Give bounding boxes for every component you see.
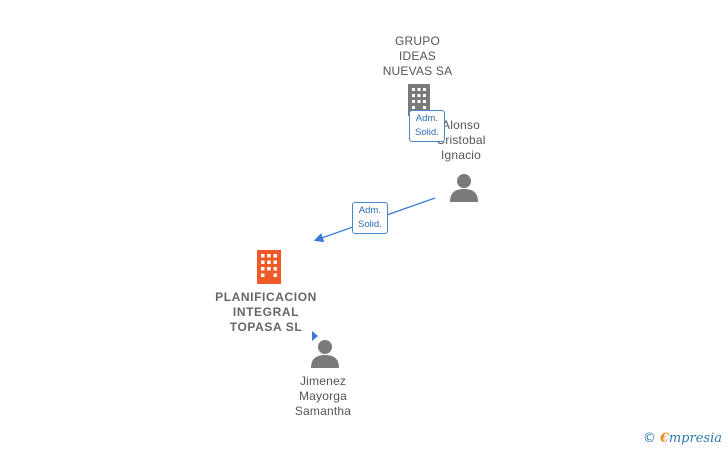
node-label-line3: Ignacio <box>440 148 482 162</box>
relation-badge-adm-solid-mid[interactable]: Adm. Solid. <box>352 202 388 234</box>
node-label: PLANIFICACION INTEGRAL TOPASA SL <box>215 290 317 334</box>
node-label-line1: Alonso <box>442 118 480 132</box>
person-icon <box>450 174 478 202</box>
edge-arrow-to-jimenez <box>312 331 318 341</box>
copyright-icon: © <box>642 431 656 446</box>
node-grupo-ideas-nuevas[interactable]: GRUPO IDEAS NUEVAS SA <box>370 34 465 79</box>
relation-badge-adm-solid-top[interactable]: Adm. Solid. <box>409 110 445 142</box>
node-alonso-cristobal-ignacio[interactable]: Alonso Cristobal Ignacio <box>425 118 497 163</box>
node-jimenez-mayorga-samantha[interactable]: Jimenez Mayorga Samantha <box>285 374 361 419</box>
brand-watermark: ©€mpresia <box>643 431 722 446</box>
node-label: Jimenez Mayorga Samantha <box>294 374 352 418</box>
node-label-line2: Cristobal <box>436 133 486 147</box>
brand-logo-e: € <box>659 431 669 446</box>
building-icon <box>408 84 430 116</box>
node-label: GRUPO IDEAS NUEVAS SA <box>382 34 453 78</box>
person-icon <box>311 340 339 368</box>
building-icon <box>257 250 281 284</box>
brand-name: mpresia <box>668 431 722 446</box>
node-planificacion-integral-topasa[interactable]: PLANIFICACION INTEGRAL TOPASA SL <box>206 290 326 335</box>
